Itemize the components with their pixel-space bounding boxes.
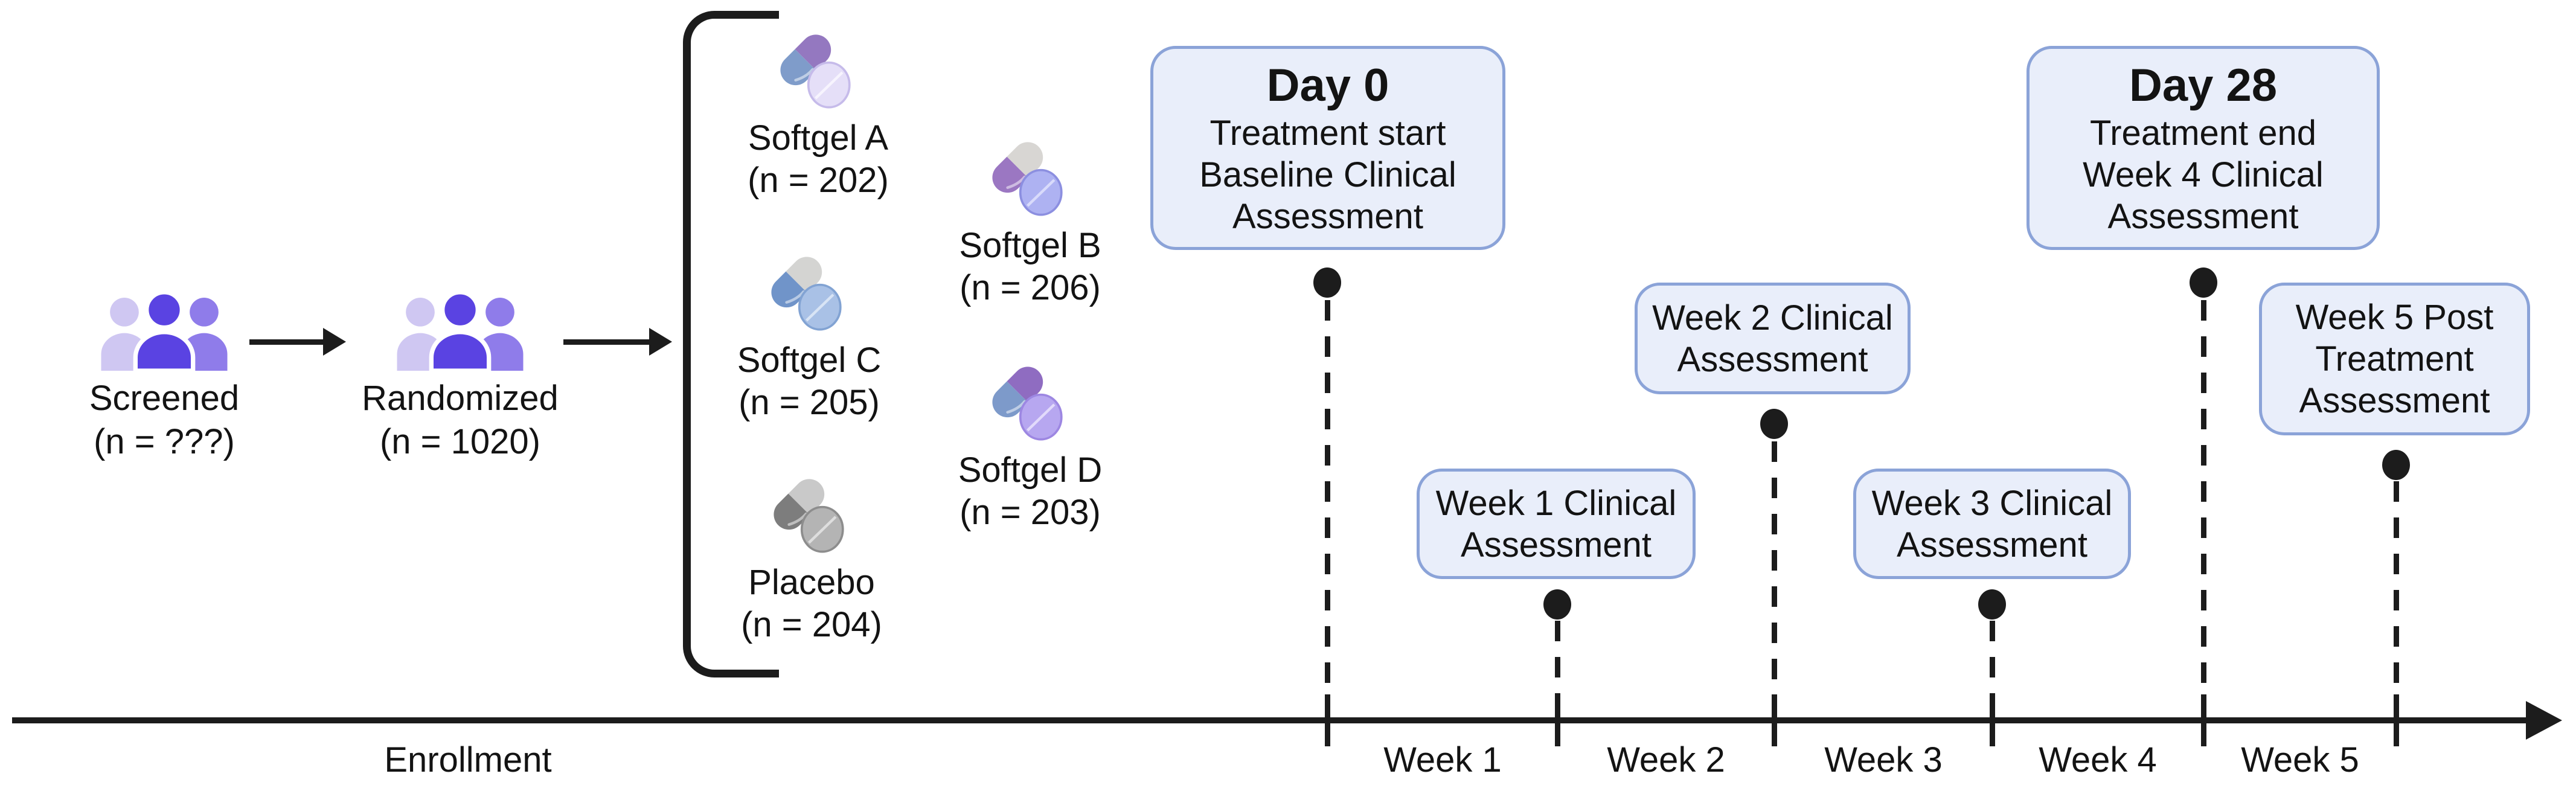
screened-n: (n = ???) — [94, 422, 235, 461]
screened-label: Screened — [89, 379, 240, 418]
event-line: Assessment — [2299, 381, 2490, 420]
event-box-week1: Week 1 Clinical Assessment — [1417, 469, 1696, 579]
arm-n: (n = 204) — [741, 605, 882, 644]
axis-label-week5: Week 5 — [2241, 740, 2359, 780]
arm-softgel-d: Softgel D (n = 203) — [909, 360, 1151, 534]
arrow-shaft — [249, 339, 325, 345]
axis-arrowhead-icon — [2526, 701, 2562, 740]
tick-mark — [2201, 694, 2206, 746]
people-icon — [101, 291, 228, 371]
event-box-week3: Week 3 Clinical Assessment — [1853, 469, 2131, 579]
arm-label: Placebo — [748, 563, 875, 602]
randomization-bracket — [683, 11, 779, 677]
arm-label: Softgel B — [959, 226, 1101, 265]
arrow-head — [649, 328, 672, 356]
dashed-connector — [1772, 441, 1777, 696]
dashed-connector — [2394, 481, 2399, 696]
axis-label-week1: Week 1 — [1383, 740, 1502, 780]
randomized-label: Randomized — [362, 379, 559, 418]
arm-softgel-c: Softgel C (n = 205) — [688, 250, 930, 424]
timeline-dot — [1978, 589, 2006, 620]
event-line: Assessment — [1461, 525, 1652, 565]
event-title: Day 28 — [2129, 59, 2278, 111]
arm-n: (n = 206) — [960, 268, 1101, 307]
event-line: Week 4 Clinical — [2083, 155, 2324, 194]
timeline-dot — [2190, 267, 2217, 298]
arm-label: Softgel C — [737, 341, 882, 380]
timeline-axis — [12, 717, 2530, 723]
event-line: Assessment — [2107, 196, 2299, 236]
event-line: Week 3 Clinical — [1871, 483, 2113, 523]
randomized-n: (n = 1020) — [379, 422, 540, 461]
timeline-dot — [1543, 589, 1571, 620]
people-icon — [397, 291, 524, 371]
event-box-day28: Day 28 Treatment end Week 4 Clinical Ass… — [2027, 46, 2380, 250]
event-line: Assessment — [1232, 196, 1423, 236]
event-box-day0: Day 0 Treatment start Baseline Clinical … — [1150, 46, 1505, 250]
event-line: Treatment end — [2089, 113, 2317, 153]
capsule-tablet-icon — [774, 479, 844, 553]
event-box-week5: Week 5 Post Treatment Assessment — [2259, 283, 2530, 435]
event-box-week2: Week 2 Clinical Assessment — [1635, 283, 1911, 394]
timeline-dot — [2382, 450, 2410, 480]
event-line: Week 1 Clinical — [1435, 483, 1677, 523]
capsule-tablet-icon — [992, 142, 1063, 216]
event-line: Assessment — [1897, 525, 2087, 565]
capsule-tablet-icon — [992, 367, 1063, 441]
arm-label: Softgel A — [748, 118, 889, 158]
capsule-tablet-icon — [771, 257, 842, 331]
dashed-connector — [2201, 300, 2206, 696]
event-line: Treatment — [2315, 339, 2474, 379]
arrow-head — [323, 328, 346, 356]
axis-label-week3: Week 3 — [1824, 740, 1943, 780]
arm-n: (n = 202) — [748, 161, 889, 200]
axis-label-week4: Week 4 — [2039, 740, 2157, 780]
dashed-connector — [1990, 621, 1995, 696]
tick-mark — [1325, 694, 1330, 746]
arm-softgel-a: Softgel A (n = 202) — [697, 28, 939, 202]
axis-label-week2: Week 2 — [1607, 740, 1725, 780]
arrow-icon — [563, 328, 672, 356]
arrow-icon — [249, 328, 346, 356]
arm-n: (n = 205) — [739, 383, 880, 422]
event-line: Week 2 Clinical — [1652, 298, 1893, 338]
tick-mark — [1772, 694, 1777, 746]
arm-label: Softgel D — [958, 450, 1103, 490]
tick-mark — [2394, 694, 2399, 746]
capsule-tablet-icon — [780, 34, 851, 109]
screened-group: Screened (n = ???) — [43, 291, 285, 464]
event-line: Baseline Clinical — [1199, 155, 1456, 194]
tick-mark — [1555, 694, 1560, 746]
randomized-group: Randomized (n = 1020) — [339, 291, 581, 464]
arm-placebo: Placebo (n = 204) — [691, 472, 932, 646]
arm-softgel-b: Softgel B (n = 206) — [909, 135, 1151, 309]
arrow-shaft — [563, 339, 652, 345]
dashed-connector — [1325, 300, 1330, 696]
axis-label-enrollment: Enrollment — [384, 740, 552, 780]
tick-mark — [1990, 694, 1995, 746]
timeline-dot — [1760, 409, 1788, 439]
event-line: Week 5 Post — [2295, 298, 2494, 337]
dashed-connector — [1555, 621, 1560, 696]
timeline-dot — [1313, 267, 1341, 298]
arm-n: (n = 203) — [960, 493, 1101, 532]
event-line: Treatment start — [1210, 113, 1446, 153]
event-line: Assessment — [1677, 339, 1868, 379]
event-title: Day 0 — [1266, 59, 1389, 111]
